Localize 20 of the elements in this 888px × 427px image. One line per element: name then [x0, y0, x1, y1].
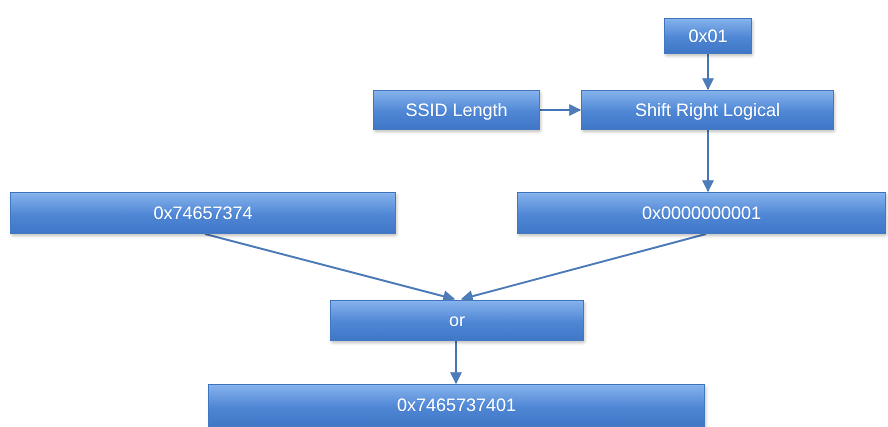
process-box: [10, 192, 396, 234]
box-label: 0x0000000001: [642, 202, 762, 224]
process-box: [581, 90, 834, 130]
box-label: 0x7465737401: [396, 395, 516, 416]
box-label: 0x74657374: [153, 202, 253, 224]
box-label: Shift Right Logical: [634, 100, 780, 120]
arrow: [204, 233, 456, 302]
process-box: [664, 18, 752, 54]
process-box: [517, 192, 886, 234]
box-label: or: [448, 310, 465, 331]
process-box: [208, 384, 705, 427]
box-label: SSID Length: [405, 100, 508, 120]
box-label: 0x01: [688, 26, 728, 46]
arrow: [702, 54, 714, 90]
arrow: [540, 104, 582, 116]
arrow: [702, 130, 714, 192]
process-box: [330, 300, 584, 341]
process-box: [373, 90, 540, 130]
arrow: [460, 233, 706, 302]
arrow: [450, 341, 462, 384]
